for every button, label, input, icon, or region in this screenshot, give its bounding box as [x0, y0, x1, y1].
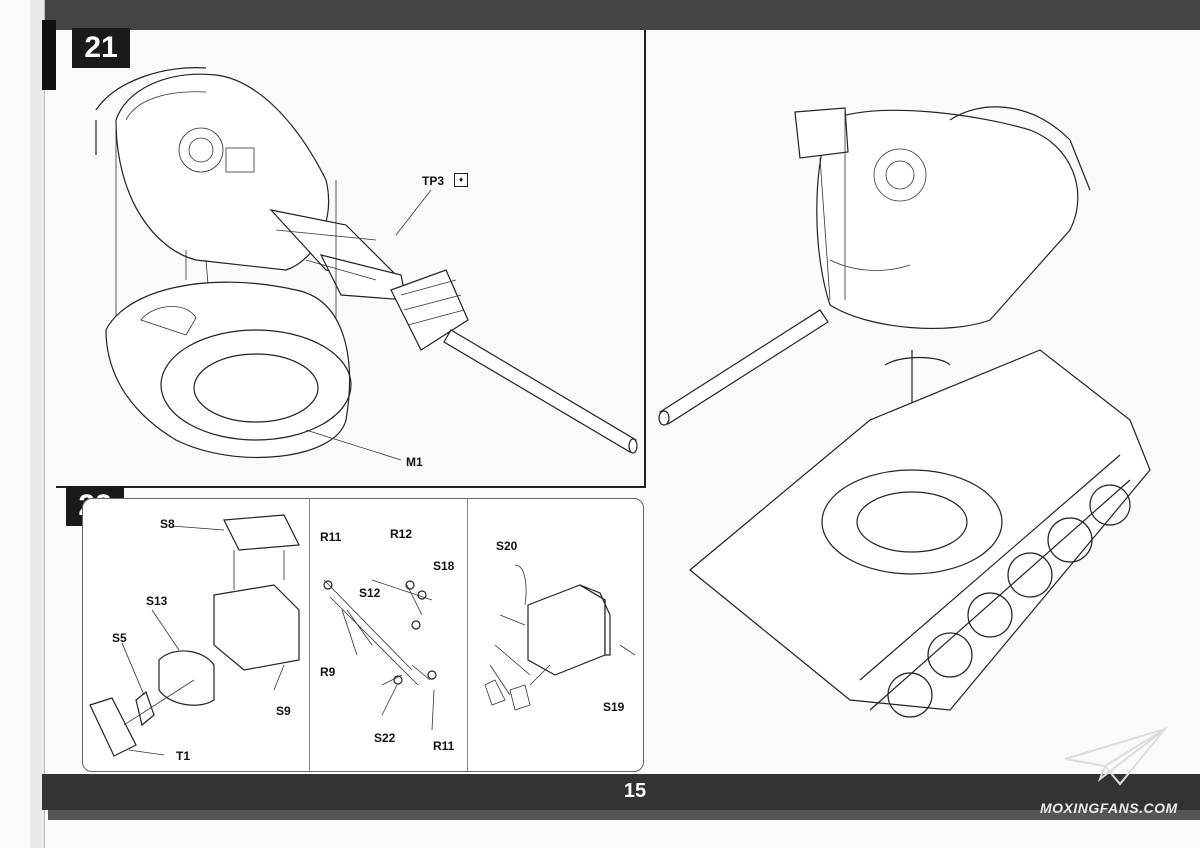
label-s8: S8	[160, 517, 175, 531]
label-m1: M1	[406, 455, 423, 469]
step22-box-assembly-diagram	[89, 514, 300, 757]
step22-stowage-box-diagram	[484, 564, 636, 711]
step22-divider-1	[309, 499, 310, 771]
label-t1: T1	[176, 749, 191, 763]
step21-bottom-border	[56, 486, 644, 488]
page-top-bar	[38, 0, 1200, 30]
label-s20: S20	[496, 539, 518, 553]
page-number: 15	[623, 780, 647, 802]
step21-divider	[644, 30, 646, 488]
paper-plane-logo-icon	[1064, 727, 1168, 786]
label-s13: S13	[146, 594, 168, 608]
step22-divider-2	[467, 499, 468, 771]
page-footer-bar	[42, 774, 1200, 810]
step-21-number: 21	[72, 28, 130, 68]
label-r11-top: R11	[320, 530, 342, 544]
label-s18: S18	[433, 559, 455, 573]
label-s9: S9	[276, 704, 291, 718]
label-s12: S12	[359, 586, 381, 600]
watermark-text: MOXINGFANS.COM	[1040, 800, 1178, 816]
page-binding-edge	[30, 0, 45, 848]
label-r11-bottom: R11	[433, 739, 455, 753]
step21-turret-exploded-diagram	[95, 67, 638, 461]
label-s22: S22	[374, 731, 396, 745]
label-s19: S19	[603, 700, 625, 714]
step22-rack-assembly-diagram	[323, 579, 437, 731]
page-footer-edge	[48, 810, 1200, 820]
binding-marker	[42, 20, 56, 90]
label-r12: R12	[390, 527, 413, 541]
tank-assembly-diagram	[658, 106, 1151, 718]
tp3-indicator-icon: ♦	[454, 173, 468, 187]
label-tp3: TP3	[422, 174, 445, 188]
label-r9: R9	[320, 665, 336, 679]
label-s5: S5	[112, 631, 127, 645]
